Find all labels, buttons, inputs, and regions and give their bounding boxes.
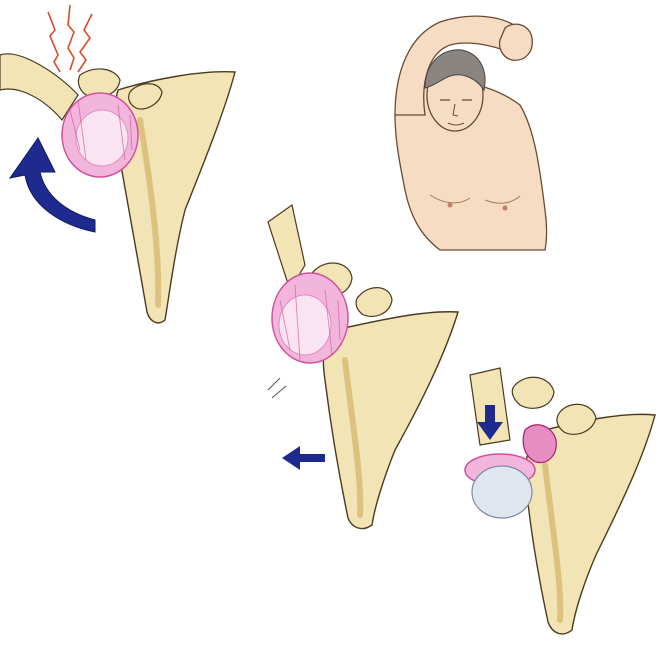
humeral-head-2 [279,295,331,355]
panel-downward-dislocation [465,368,655,634]
panel-arm-raised [395,16,547,250]
displacement-arrow-icon [282,446,325,470]
panel-inferior-dislocation [268,205,458,529]
coracoid-2 [356,288,392,317]
scapula-bone-2 [323,312,458,529]
scapula-bone-1 [115,72,235,323]
panel-anterior-dislocation [0,5,235,323]
humeral-head-3 [472,466,532,518]
torn-capsule [523,425,556,463]
fist [500,24,533,60]
nipple-left [448,203,453,208]
acromion-3 [512,377,554,408]
humerus-shaft-1 [0,54,78,120]
pain-lines-icon [48,5,92,72]
motion-lines [268,378,286,398]
nipple-right [503,206,508,211]
